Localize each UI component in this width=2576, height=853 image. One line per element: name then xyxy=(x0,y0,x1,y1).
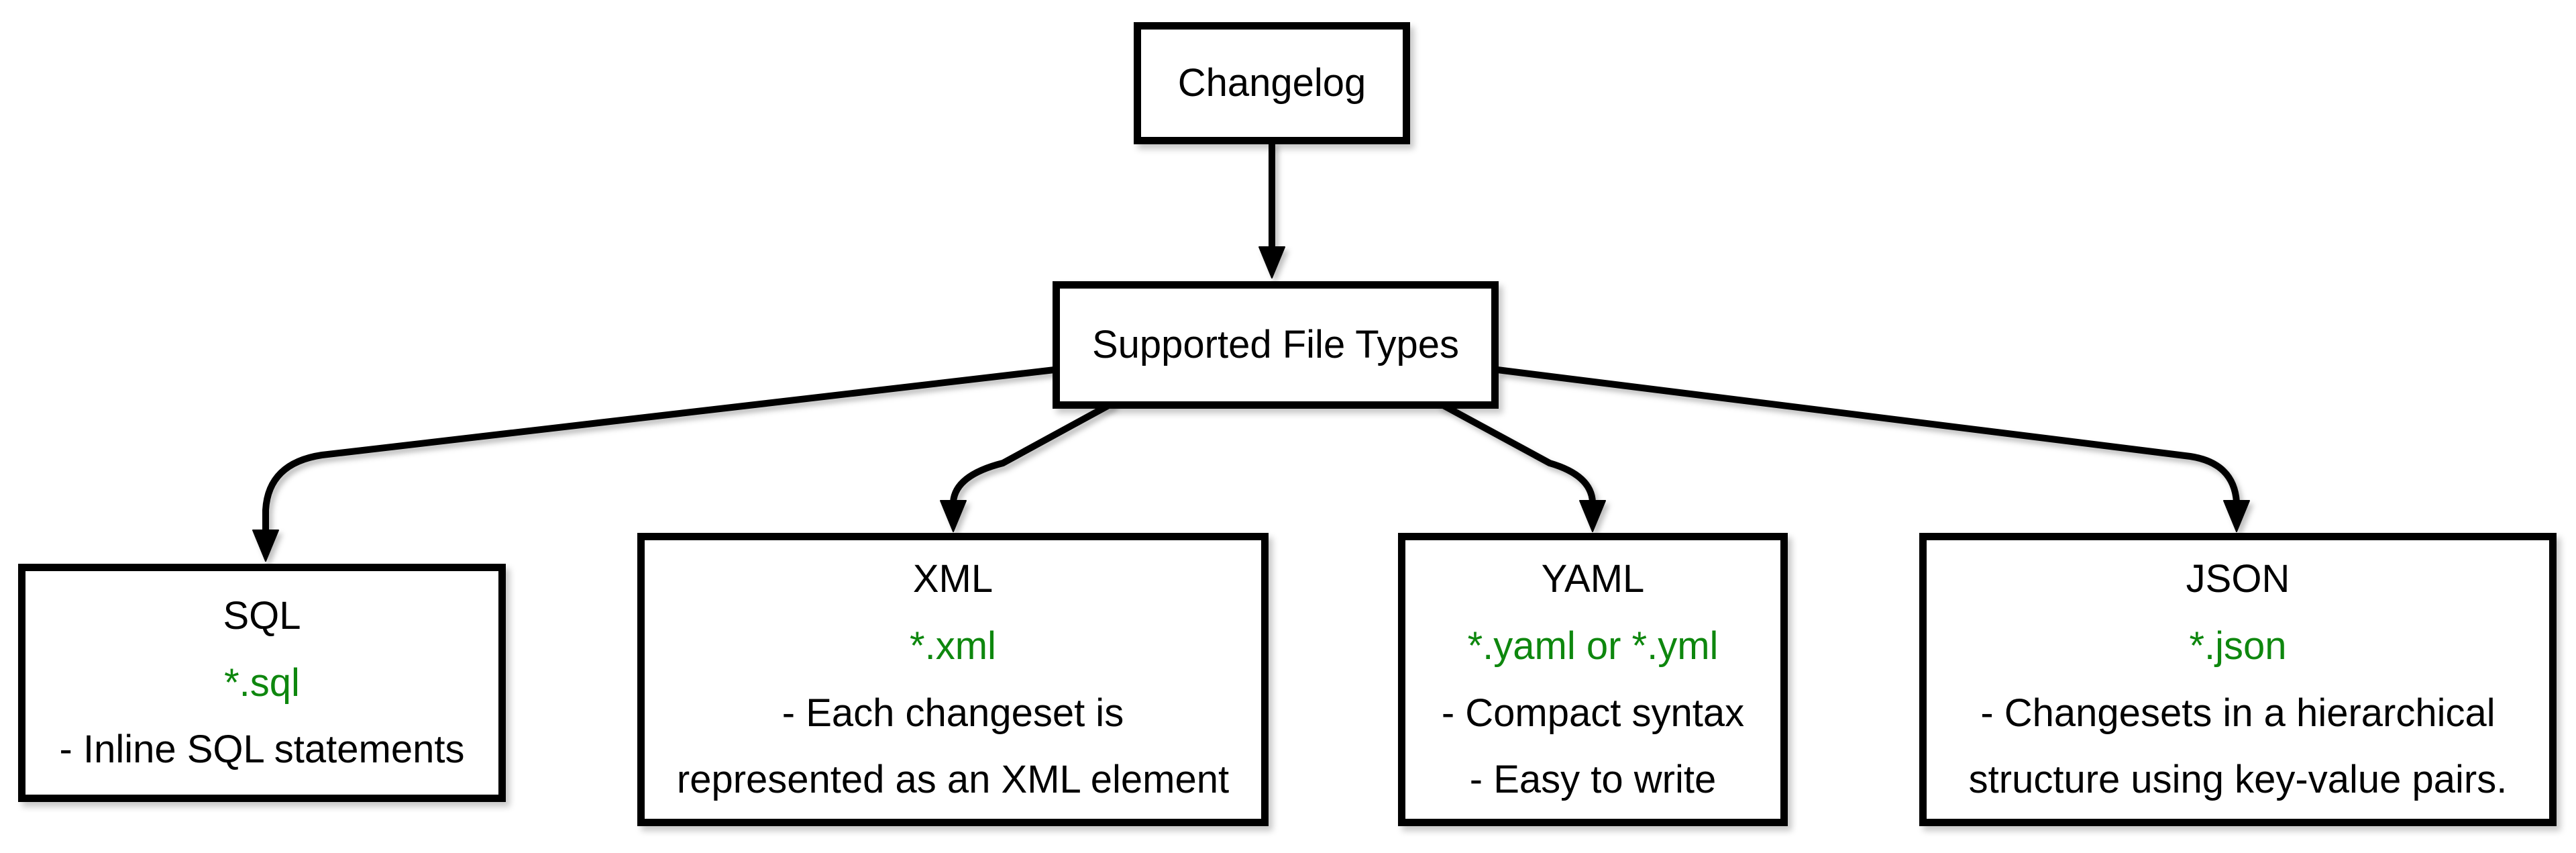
node-json-note: structure using key-value pairs. xyxy=(1968,758,2508,802)
node-json: JSON *.json - Changesets in a hierarchic… xyxy=(1919,533,2557,826)
edge-changelog-to-supported xyxy=(1258,142,1285,279)
node-xml-note: represented as an XML element xyxy=(676,758,1230,802)
node-sql-title: SQL xyxy=(223,593,301,638)
edge-supported-to-yaml xyxy=(1436,399,1606,532)
node-yaml-note: - Easy to write xyxy=(1469,758,1717,802)
node-sql: SQL *.sql - Inline SQL statements xyxy=(18,564,506,802)
node-xml: XML *.xml - Each changeset is represente… xyxy=(637,533,1269,826)
edge-supported-to-xml xyxy=(940,399,1116,532)
node-json-title: JSON xyxy=(2186,557,2290,601)
node-yaml: YAML *.yaml or *.yml - Compact syntax - … xyxy=(1398,533,1788,826)
edge-supported-to-sql xyxy=(252,366,1055,562)
node-xml-title: XML xyxy=(912,557,994,601)
edge-supported-to-json xyxy=(1497,366,2250,532)
node-supported-file-types-label: Supported File Types xyxy=(1091,323,1460,367)
node-xml-note: - Each changeset is xyxy=(782,691,1124,735)
node-yaml-note: - Compact syntax xyxy=(1441,691,1745,735)
node-sql-pattern: *.sql xyxy=(224,660,300,705)
node-yaml-pattern: *.yaml or *.yml xyxy=(1467,623,1719,668)
node-changelog-label: Changelog xyxy=(1177,61,1366,105)
node-xml-pattern: *.xml xyxy=(910,623,996,668)
node-json-note: - Changesets in a hierarchical xyxy=(1980,691,2496,735)
node-changelog: Changelog xyxy=(1134,22,1410,144)
node-supported-file-types: Supported File Types xyxy=(1053,281,1499,409)
node-json-pattern: *.json xyxy=(2189,623,2287,668)
node-sql-note: - Inline SQL statements xyxy=(59,727,465,772)
node-yaml-title: YAML xyxy=(1541,557,1645,601)
